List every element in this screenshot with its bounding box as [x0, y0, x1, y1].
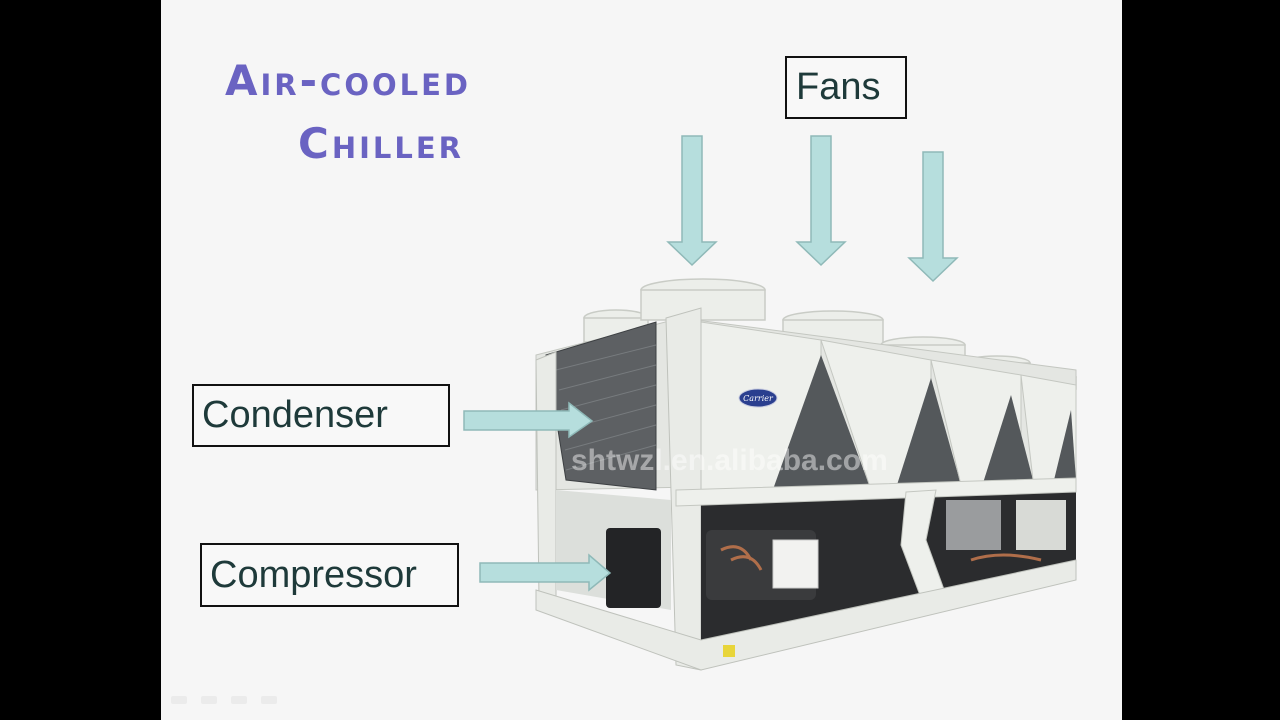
- chiller-body: [535, 307, 1077, 671]
- carrier-logo: Carrier: [738, 388, 778, 408]
- menu-icon[interactable]: [231, 696, 247, 704]
- slide-nav-controls: [171, 696, 277, 704]
- chiller-illustration: Carrier shtwzl.en.alibaba.com: [463, 135, 1077, 671]
- fans-label-text: Fans: [796, 66, 881, 108]
- prev-icon[interactable]: [171, 696, 187, 704]
- fan-arrows: [666, 135, 959, 283]
- arrow-down-icon: [907, 151, 959, 283]
- condenser-arrow-icon: [463, 401, 594, 439]
- condenser-label-text: Condenser: [202, 394, 388, 436]
- arrow-down-icon: [795, 135, 847, 267]
- fans-label: Fans: [785, 56, 907, 119]
- pen-icon[interactable]: [261, 696, 277, 704]
- arrow-down-icon: [666, 135, 718, 267]
- compressor-arrow-icon: [479, 553, 612, 592]
- condenser-label: Condenser: [192, 384, 450, 447]
- slide-title-line2: Chiller: [298, 119, 464, 168]
- watermark: shtwzl.en.alibaba.com: [571, 444, 888, 477]
- svg-text:Carrier: Carrier: [743, 394, 774, 403]
- slide: Air-cooled Chiller Fans Condenser Compre…: [161, 0, 1122, 720]
- slide-title-line1: Air-cooled: [225, 56, 472, 105]
- next-icon[interactable]: [201, 696, 217, 704]
- compressor-label-text: Compressor: [210, 553, 417, 596]
- compressor-label: Compressor: [200, 543, 459, 607]
